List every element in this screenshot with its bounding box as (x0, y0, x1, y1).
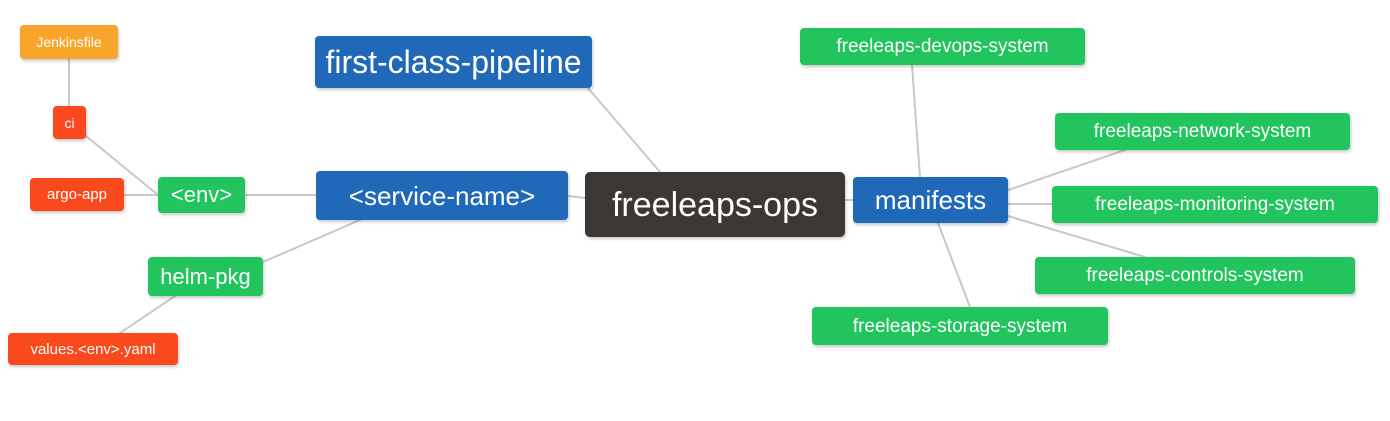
edge-manifests-to-devops (911, 64, 921, 178)
node-root[interactable]: freeleaps-ops (585, 172, 845, 237)
node-argo-app[interactable]: argo-app (30, 178, 124, 211)
node-label-helm-pkg: helm-pkg (160, 263, 251, 289)
node-label-argo-app: argo-app (46, 186, 108, 203)
node-label-monitoring: freeleaps-monitoring-system (1095, 194, 1335, 215)
edge-helm-pkg-to-values-yaml (119, 295, 176, 334)
node-label-pipeline: first-class-pipeline (325, 44, 582, 80)
node-helm-pkg[interactable]: helm-pkg (148, 257, 263, 296)
node-controls[interactable]: freeleaps-controls-system (1035, 257, 1355, 294)
node-label-controls: freeleaps-controls-system (1086, 265, 1304, 286)
node-label-jenkinsfile: Jenkinsfile (36, 34, 102, 50)
node-label-env: <env> (170, 182, 233, 207)
node-devops[interactable]: freeleaps-devops-system (800, 28, 1085, 65)
edge-manifests-to-storage (937, 222, 971, 308)
node-service-name[interactable]: <service-name> (316, 171, 568, 220)
node-label-values-yaml: values.<env>.yaml (30, 340, 156, 358)
edge-service-name-to-helm-pkg (262, 219, 361, 263)
node-label-service-name: <service-name> (348, 180, 536, 211)
node-storage[interactable]: freeleaps-storage-system (812, 307, 1108, 345)
node-pipeline[interactable]: first-class-pipeline (315, 36, 592, 88)
edge-service-name-to-root (567, 195, 586, 199)
node-label-network: freeleaps-network-system (1093, 121, 1312, 142)
edge-pipeline-to-root (587, 87, 661, 173)
node-label-ci: ci (64, 114, 75, 131)
node-monitoring[interactable]: freeleaps-monitoring-system (1052, 186, 1378, 223)
node-manifests[interactable]: manifests (853, 177, 1008, 223)
node-label-storage: freeleaps-storage-system (852, 315, 1068, 337)
edge-manifests-to-network (1007, 149, 1126, 191)
node-network[interactable]: freeleaps-network-system (1055, 113, 1350, 150)
node-values-yaml[interactable]: values.<env>.yaml (8, 333, 178, 365)
node-label-root: freeleaps-ops (611, 185, 818, 224)
node-label-devops: freeleaps-devops-system (836, 36, 1049, 57)
node-jenkinsfile[interactable]: Jenkinsfile (20, 25, 118, 59)
node-label-manifests: manifests (874, 185, 987, 215)
node-env[interactable]: <env> (158, 177, 245, 213)
node-ci[interactable]: ci (53, 106, 86, 139)
